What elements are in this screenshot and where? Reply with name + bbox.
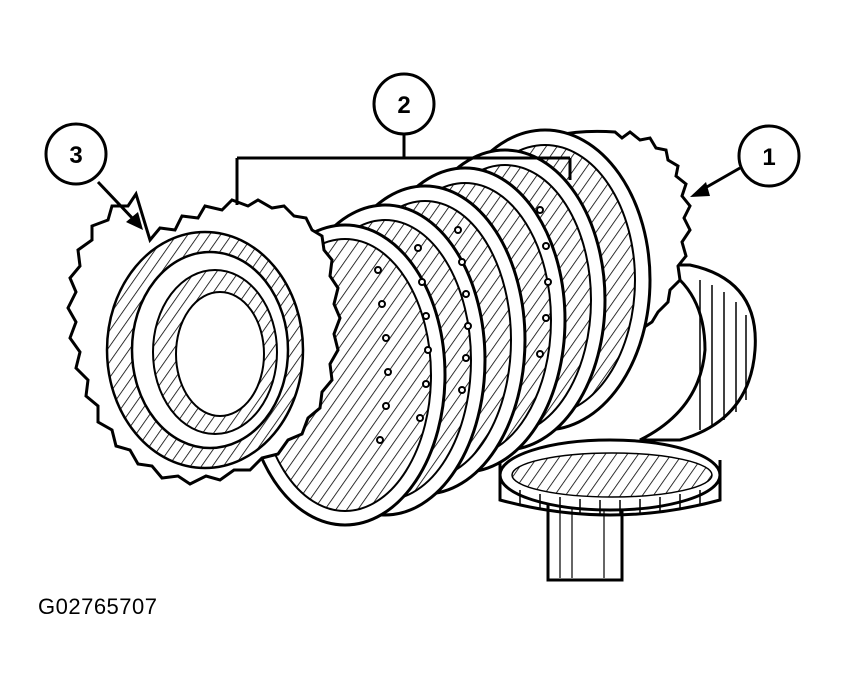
callout-2-bracket	[235, 128, 572, 205]
callout-3-label: 3	[69, 142, 82, 169]
steel-plate-3	[66, 190, 342, 486]
callout-1-leader	[690, 166, 741, 197]
splined-hub	[498, 438, 722, 517]
callout-2: 2	[372, 72, 436, 136]
callout-1: 1	[737, 124, 801, 188]
callout-2-label: 2	[397, 92, 410, 119]
callout-3: 3	[44, 122, 108, 186]
callout-3-leader	[96, 180, 143, 230]
spline-drum	[639, 263, 757, 442]
callout-1-label: 1	[762, 144, 775, 171]
figure-id: G02765707	[38, 594, 158, 619]
